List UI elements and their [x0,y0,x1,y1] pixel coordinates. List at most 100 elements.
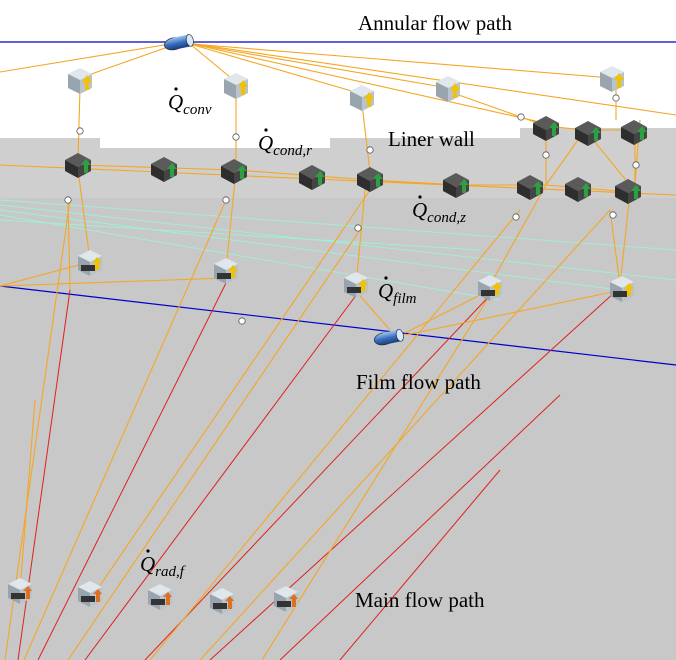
main-flow-node [210,588,234,614]
film-link [0,219,481,251]
q-rad-f-label: Qrad,f [140,549,186,580]
q-conv-label: Qconv [168,87,212,118]
main-flow-region [0,198,676,660]
film-flow-path-label: Film flow path [356,370,481,394]
junction-dot [517,113,525,121]
annular-flow-path-label: Annular flow path [358,11,512,35]
film-node [610,276,634,302]
film-links [0,199,676,301]
conduction-link [77,169,91,261]
radiation-link [279,394,561,660]
conduction-link [199,209,611,660]
film-link [0,199,676,251]
junction-dot [354,224,362,232]
conduction-link [609,209,621,286]
svg-text:Qcond,r: Qcond,r [258,131,312,159]
conduction-link [354,289,391,331]
film-link [0,214,501,301]
conduction-link [79,41,183,79]
liner-node [299,165,325,190]
q-film-label: Qfilm [378,276,417,307]
svg-text:Qfilm: Qfilm [378,279,417,307]
junction-dot [612,94,620,102]
annular-node [350,85,374,111]
annular-node [436,76,460,102]
annular-pipe-icon [164,34,194,51]
junction-dot [232,133,240,141]
diagram-labels: Annular flow path Liner wall Film flow p… [140,11,512,612]
liner-wall-band [0,128,676,200]
conduction-link [89,189,371,601]
liner-node [615,179,641,204]
conduction-link [0,277,227,287]
conduction-link [0,41,183,73]
conduction-link [19,399,36,591]
junction-dot [222,196,230,204]
liner-node [357,167,383,192]
junction-dot [542,151,550,159]
annular-node [600,66,624,92]
film-flow-path-line [0,285,676,366]
conduction-link [67,229,361,660]
conduction-link [0,261,91,287]
annular-node [224,73,248,99]
conduction-link [489,184,547,286]
main-flow-path-label: Main flow path [355,588,485,612]
junction-dot [64,196,72,204]
annular-node [68,68,92,94]
main-flow-node [148,584,172,610]
liner-node [517,175,543,200]
conduction-link [191,43,541,123]
conduction-link [361,103,371,173]
radiation-link [144,289,496,660]
liner-node [443,173,469,198]
liner-node [621,120,647,145]
conduction-link [0,164,676,196]
film-link [0,204,676,281]
film-node [78,250,102,276]
conduction-link [149,209,521,660]
junction-dot [76,127,84,135]
main-flow-node [8,578,32,604]
conduction-link [404,289,623,336]
conduction-link [23,199,227,660]
conduction-link [194,43,676,116]
liner-node [65,153,91,178]
conduction-link [191,43,449,89]
svg-text:Qconv: Qconv [168,90,212,118]
film-node [214,258,238,284]
q-cond-r-label: Qcond,r [258,128,312,159]
film-node [344,272,368,298]
liner-node [151,157,177,182]
svg-text:Qrad,f: Qrad,f [140,552,186,580]
radiation-links [17,274,616,660]
main-flow-node [274,586,298,612]
junction-dots [64,94,640,325]
liner-node [565,177,591,202]
radiation-link [37,274,231,660]
junction-dot [366,146,374,154]
conduction-link [455,93,547,127]
radiation-link [84,289,361,660]
liner-node [533,116,559,141]
film-node [478,275,502,301]
liner-node [575,121,601,146]
flow-paths [0,41,676,366]
svg-text:Qcond,z: Qcond,z [412,198,466,226]
junction-dot [632,161,640,169]
film-link [0,209,621,291]
liner-wall-label: Liner wall [388,127,475,151]
film-pipe-icon [374,329,404,346]
radiation-link [339,469,501,660]
conduction-link [189,43,237,83]
conduction-link [225,169,237,271]
conduction-link [404,289,491,334]
conduction-link [261,294,491,660]
junction-dot [238,317,246,325]
liner-node [221,159,247,184]
junction-dot [609,211,617,219]
main-flow-node [78,581,102,607]
conduction-link [189,43,363,95]
